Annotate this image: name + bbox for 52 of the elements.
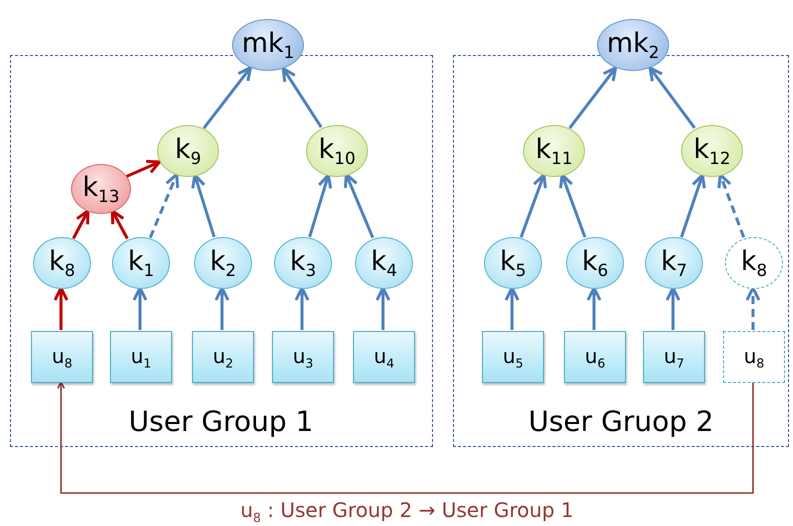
arrow	[559, 173, 586, 238]
arrow	[746, 286, 760, 330]
key-node: k$_{5}$	[484, 237, 542, 289]
user-box: u$_{7}$	[643, 331, 705, 383]
arrow	[504, 286, 520, 330]
arrow	[308, 174, 332, 238]
arrow	[72, 209, 90, 240]
arrow	[680, 174, 706, 238]
arrow	[282, 67, 322, 128]
key-node: k$_{12}$	[681, 125, 743, 177]
user-box: u$_{3}$	[272, 331, 334, 383]
arrow	[57, 381, 754, 494]
group-label: User Group 1	[128, 405, 314, 438]
dashed-key-node: k$_{8}$	[725, 237, 783, 289]
arrow	[586, 286, 602, 330]
arrow	[54, 286, 68, 330]
arrow	[126, 160, 161, 178]
arrow	[191, 174, 216, 238]
user-box: u$_{1}$	[110, 331, 172, 383]
arrow	[294, 286, 310, 330]
arrow	[148, 173, 180, 238]
dashed-user-box: u$_{8}$	[723, 331, 785, 383]
key-node: k$_{10}$	[306, 125, 368, 177]
arrow	[568, 66, 618, 129]
key-node: k$_{3}$	[274, 237, 332, 289]
master-key-node: mk$_{1}$	[232, 19, 304, 71]
master-key-node: mk$_{2}$	[597, 19, 669, 71]
arrow	[214, 286, 230, 330]
key-node: k$_{11}$	[523, 125, 585, 177]
user-box: u$_{4}$	[353, 331, 415, 383]
key-node: k$_{4}$	[355, 237, 413, 289]
group-label: User Gruop 2	[527, 405, 715, 438]
user-box: u$_{2}$	[192, 331, 254, 383]
arrow	[648, 66, 696, 129]
user-box: u$_{8}$	[31, 331, 93, 383]
key-node: k$_{1}$	[112, 237, 170, 289]
key-node: k$_{7}$	[645, 237, 703, 289]
arrow	[520, 173, 547, 238]
new-key-node: k$_{13}$	[71, 164, 131, 214]
user-box: u$_{5}$	[482, 331, 544, 383]
arrow	[202, 66, 252, 130]
key-node: k$_{6}$	[566, 237, 624, 289]
user-box: u$_{6}$	[564, 331, 626, 383]
arrow	[110, 209, 129, 240]
arrow	[376, 286, 390, 330]
arrow	[666, 286, 680, 330]
key-node: k$_{8}$	[33, 237, 91, 289]
arrow	[717, 173, 746, 238]
arrow	[132, 286, 148, 330]
key-node: k$_{2}$	[194, 237, 252, 289]
key-node: k$_{9}$	[157, 125, 219, 177]
arrow	[344, 173, 374, 238]
